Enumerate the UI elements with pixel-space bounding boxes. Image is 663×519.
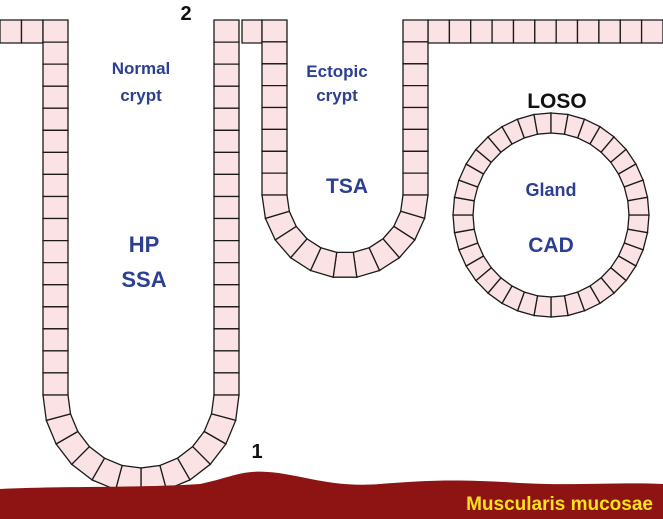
ssa-label: SSA — [121, 267, 166, 292]
surface-cell — [512, 19, 536, 44]
ectopic-crypt-cell — [402, 150, 429, 174]
cad-label: CAD — [528, 234, 574, 257]
normal-crypt-cell — [213, 372, 240, 396]
surface-cell — [491, 19, 515, 44]
normal-crypt-cell — [213, 350, 240, 374]
ectopic-crypt-cell — [261, 84, 288, 109]
ectopic-crypt-cell — [261, 19, 288, 43]
normal-crypt-cell — [42, 63, 69, 87]
marker-2-label: 2 — [180, 3, 191, 25]
normal-crypt-cell — [42, 284, 69, 308]
surface-cell — [241, 19, 263, 44]
surface-cell — [598, 19, 621, 44]
ectopic-crypt-label-line1: Ectopic — [306, 62, 367, 81]
normal-crypt-cell — [42, 151, 69, 176]
ectopic-crypt-cell — [402, 106, 429, 131]
normal-crypt-cell — [213, 129, 240, 154]
muscularis-mucosae-band — [0, 471, 663, 519]
normal-crypt-cell — [213, 328, 240, 352]
surface-cell — [20, 19, 44, 44]
gland-ring-cell — [550, 295, 569, 318]
normal-crypt-cell — [213, 85, 240, 109]
normal-crypt-cell — [213, 217, 240, 242]
tsa-label: TSA — [326, 175, 368, 198]
surface-cell — [427, 19, 451, 44]
ectopic-crypt-cell — [261, 128, 288, 152]
surface-cell — [0, 19, 23, 44]
normal-crypt-label-line1: Normal — [112, 59, 171, 78]
normal-crypt-cell — [213, 261, 240, 286]
surface-cell — [619, 19, 643, 44]
ectopic-crypt-cell — [402, 41, 429, 65]
normal-crypt-cell — [42, 350, 69, 374]
normal-crypt-cell — [213, 306, 240, 330]
normal-crypt-cell — [213, 239, 240, 264]
ectopic-crypt-cell — [402, 63, 429, 87]
gland-label: Gland — [525, 180, 576, 200]
normal-crypt-cell — [213, 151, 240, 176]
surface-cell — [470, 19, 493, 44]
ectopic-crypt-base-cell — [261, 194, 291, 220]
normal-crypt-label-line2: crypt — [120, 86, 162, 105]
loso-label: LOSO — [527, 90, 587, 113]
ectopic-crypt-cell — [261, 63, 288, 87]
gland-ring-cell — [452, 214, 475, 234]
ectopic-crypt-cell — [261, 41, 288, 65]
normal-crypt-cell — [42, 19, 69, 43]
marker-1-label: 1 — [251, 441, 262, 463]
normal-crypt-cell — [213, 195, 240, 220]
muscularis-mucosae-label: Muscularis mucosae — [466, 494, 653, 515]
normal-crypt-cell — [42, 328, 69, 352]
ectopic-crypt-cell — [402, 84, 429, 109]
normal-crypt-cell — [213, 63, 240, 87]
hp-label: HP — [129, 232, 160, 257]
ectopic-crypt-cell — [402, 172, 429, 196]
normal-crypt-cell — [213, 107, 240, 131]
ectopic-crypt-cell — [261, 150, 288, 174]
surface-cell — [576, 19, 600, 44]
ectopic-crypt-cell — [402, 19, 429, 43]
normal-crypt-cell — [42, 239, 69, 264]
normal-crypt-base-cell — [42, 394, 72, 422]
normal-crypt-cell — [42, 372, 69, 396]
normal-crypt-cell — [42, 173, 69, 198]
surface-cell — [534, 19, 557, 44]
normal-crypt-cell — [213, 284, 240, 308]
normal-crypt-cell — [42, 107, 69, 131]
surface-cell — [555, 19, 579, 44]
ectopic-crypt-cell — [261, 172, 288, 196]
normal-crypt-cell — [42, 306, 69, 330]
ectopic-crypt-label-line2: crypt — [316, 86, 358, 105]
normal-crypt-cell — [42, 217, 69, 242]
gland-ring-cell — [627, 196, 650, 216]
ectopic-crypt-cell — [261, 106, 288, 131]
surface-cell — [640, 19, 663, 44]
normal-crypt-cell — [213, 173, 240, 198]
normal-crypt-cell — [42, 195, 69, 220]
normal-crypt-cell — [42, 41, 69, 65]
normal-crypt-cell — [213, 19, 240, 43]
surface-cell — [448, 19, 472, 44]
ectopic-crypt-cell — [402, 128, 429, 152]
normal-crypt-cell — [213, 41, 240, 65]
normal-crypt-cell — [42, 85, 69, 109]
normal-crypt-cell — [42, 261, 69, 286]
normal-crypt-cell — [42, 129, 69, 154]
gland-ring-cell — [533, 112, 552, 135]
